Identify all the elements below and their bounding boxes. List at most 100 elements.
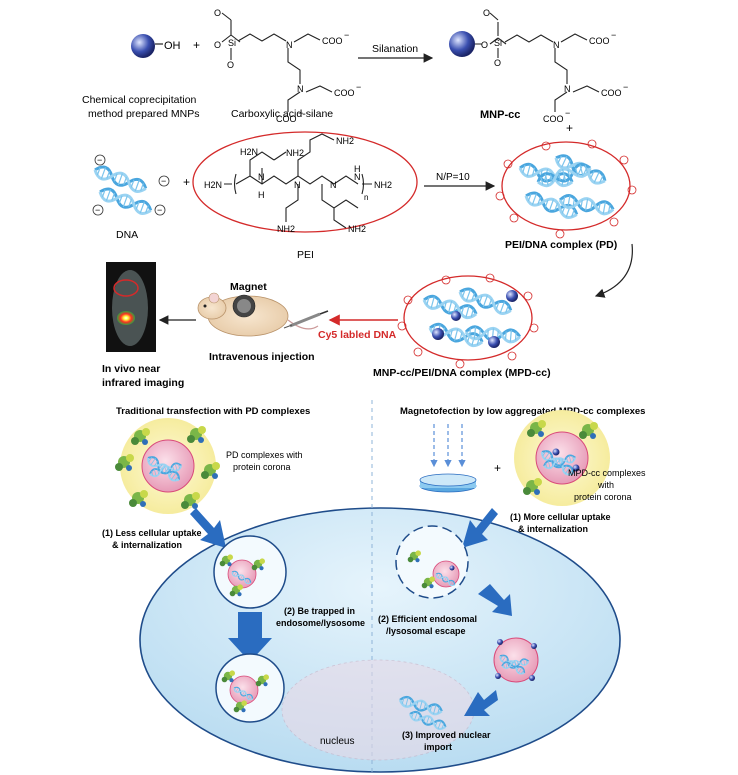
mpd-cc-complex [403, 275, 533, 361]
free-mpd-complex [493, 637, 539, 683]
left-step2-line2: endosome/lysosome [276, 618, 365, 628]
mnpcc-coo-3: COO [543, 114, 564, 124]
pei-nh2-3: NH2 [374, 180, 392, 190]
right-nuclear-import-arrow [464, 690, 498, 716]
dna-neg-2: − [161, 176, 166, 186]
mnpcc-o-2: O [483, 8, 490, 18]
dna-neg-1: − [97, 155, 102, 165]
pd-corona-line2: protein corona [233, 462, 291, 472]
row2-plus-1: + [183, 175, 190, 189]
mnpcc-n-2: N [564, 84, 571, 94]
pei-nh2-5: NH2 [277, 224, 295, 234]
dna-neg-4: − [157, 205, 162, 215]
right-step2-line1: (2) Efficient endosomal [378, 614, 477, 624]
pei-h2n-2: H2N [240, 147, 258, 157]
mnp-particle [131, 34, 163, 58]
mnpcc-o-1: O [481, 40, 488, 50]
pd-with-corona-left [115, 418, 220, 514]
silane-neg-2: − [356, 82, 361, 92]
mnpcc-coo-2: COO [601, 88, 622, 98]
left-step1-line2: & internalization [112, 540, 182, 550]
silane-n-2: N [297, 84, 304, 94]
mouse-illustration [197, 292, 319, 337]
mpd-charges [397, 273, 539, 369]
silane-neg-1: − [344, 30, 349, 40]
mpd-with-corona-right [514, 410, 610, 506]
left-step1-line1: (1) Less cellular uptake [102, 528, 202, 538]
nir-imaging-panel [106, 262, 156, 352]
left-endosome-2 [215, 653, 285, 723]
pd-charges [495, 139, 637, 239]
mnpcc-label: MNP-cc [480, 109, 520, 121]
pei-nh2-1: NH2 [286, 148, 304, 158]
pd-to-mpd-arrow [594, 243, 633, 298]
pei-structure [224, 133, 372, 229]
right-step3-line1: (3) Improved nuclear [402, 730, 491, 740]
silane-si: Si [228, 38, 236, 48]
right-escape-arrow [478, 584, 512, 616]
pei-n-2: N [294, 180, 301, 190]
pd-label: PEI/DNA complex (PD) [505, 239, 617, 251]
mnpcc-neg-2: − [623, 82, 628, 92]
pei-h-2: H [354, 164, 361, 174]
pei-h2n-1: H2N [204, 180, 222, 190]
pei-subscript-n: n [364, 193, 368, 202]
left-endosome-1 [213, 535, 287, 609]
pd-complex [501, 141, 631, 231]
magnet-label: Magnet [230, 281, 267, 293]
left-uptake-arrow [190, 508, 226, 548]
mpd-corona-line3: protein corona [574, 492, 632, 502]
mpd-cc-label: MNP-cc/PEI/DNA complex (MPD-cc) [373, 367, 551, 379]
right-step2-line2: /lysosomal escape [386, 626, 466, 636]
silane-o-2: O [214, 40, 221, 50]
silanation-label: Silanation [372, 43, 418, 55]
mnp-caption-line1: Chemical coprecipitation [82, 94, 197, 106]
pei-n-3: N [330, 180, 337, 190]
dna-label: DNA [116, 229, 138, 241]
pei-n-1: N [258, 172, 265, 182]
pei-nh2-2: NH2 [336, 136, 354, 146]
mnpcc-neg-1: − [611, 30, 616, 40]
silane-coo-2: COO [334, 88, 355, 98]
pei-nh2-4: NH2 [348, 224, 366, 234]
pei-h-1: H [258, 190, 265, 200]
dna-neg-3: − [95, 205, 100, 215]
mnp-oh-text: OH [164, 40, 181, 52]
np-ratio-label: N/P=10 [436, 172, 470, 183]
row1-plus-1: + [193, 38, 200, 52]
right-plus: + [494, 461, 501, 475]
mnpcc-o-3: O [494, 58, 501, 68]
pei-oval [192, 131, 418, 233]
cy5-label: Cy5 labled DNA [318, 329, 397, 341]
injection-label: Intravenous injection [209, 351, 315, 363]
nucleus-label: nucleus [320, 736, 354, 747]
pei-n-4: N [354, 172, 361, 182]
pd-corona-line1: PD complexes with [226, 450, 303, 460]
dna-illustration [91, 154, 170, 218]
right-step1-line1: (1) More cellular uptake [510, 512, 611, 522]
mnpcc-si: Si [494, 38, 502, 48]
mpd-corona-line2: with [597, 480, 614, 490]
right-endosome-escape [395, 525, 469, 599]
silane-coo-3: COO [276, 114, 297, 124]
mpd-corona-line1: MPD-cc complexes [568, 468, 646, 478]
mnp-cc-structure [449, 12, 600, 112]
silane-o-3: O [227, 60, 234, 70]
imaging-line1: In vivo near [102, 363, 160, 375]
mnpcc-n-1: N [553, 40, 560, 50]
mnpcc-neg-3: − [565, 108, 570, 118]
left-section-title: Traditional transfection with PD complex… [116, 406, 310, 417]
right-step3-line2: import [424, 742, 452, 752]
right-section-title: Magnetofection by low aggregated MPD-cc … [400, 406, 645, 417]
mnp-caption-line2: method prepared MNPs [88, 108, 199, 120]
pei-label: PEI [297, 249, 314, 261]
silane-o-1: O [214, 8, 221, 18]
carboxylic-acid-silane-structure [221, 12, 333, 112]
left-step2-line1: (2) Be trapped in [284, 606, 355, 616]
mnpcc-coo-1: COO [589, 36, 610, 46]
silane-label: Carboxylic acid-silane [231, 108, 333, 120]
syringe-icon [283, 310, 329, 329]
row1-plus-2: + [566, 121, 573, 135]
left-trap-arrow [228, 612, 272, 662]
